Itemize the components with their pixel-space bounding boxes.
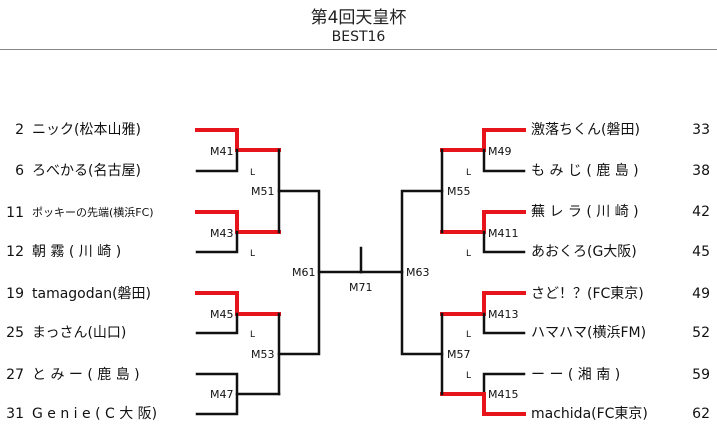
match-label-m51: M51	[251, 185, 275, 198]
right-m49-loser-path	[482, 148, 526, 173]
seed-left-3: 11	[6, 205, 24, 221]
right-m411-winner-path	[440, 210, 526, 234]
player-left-6: まっさん(山口)	[32, 325, 127, 341]
loser-mark-m43: L	[250, 249, 255, 259]
seed-left-8: 31	[6, 406, 24, 422]
player-right-8: machida(FC東京)	[531, 406, 648, 422]
seed-right-1: 33	[692, 122, 710, 138]
match-label-m413: M413	[488, 308, 519, 321]
player-right-6: ハマハマ(横浜FM)	[531, 325, 647, 341]
player-right-5: さど！？(FC東京)	[531, 286, 644, 302]
match-label-m49: M49	[488, 145, 512, 158]
left-m41-loser-path	[195, 148, 239, 173]
loser-mark-m411: L	[466, 249, 471, 259]
left-m43-winner-path	[195, 210, 281, 234]
player-left-7: と み ー ( 鹿 島 )	[32, 367, 140, 383]
seed-left-4: 12	[6, 244, 24, 260]
right-m413-winner-path	[440, 291, 526, 316]
match-label-m63: M63	[406, 266, 430, 279]
match-label-m53: M53	[251, 348, 275, 361]
left-m45-winner-path	[195, 291, 281, 316]
page-title: 第4回天皇杯	[310, 8, 407, 28]
player-right-2: も み じ ( 鹿 島 )	[531, 163, 639, 179]
left-m45-loser-path	[195, 312, 239, 335]
player-left-3: ポッキーの先端(横浜FC)	[32, 206, 154, 219]
loser-mark-m45: L	[250, 330, 255, 340]
player-left-5: tamagodan(磐田)	[32, 286, 151, 302]
match-label-m43: M43	[210, 227, 234, 240]
player-left-2: ろべかる(名古屋)	[32, 163, 141, 179]
match-label-m71: M71	[349, 281, 373, 294]
match-label-m415: M415	[488, 388, 519, 401]
player-left-8: G e n i e ( C 大 阪)	[32, 406, 158, 422]
right-m415-winner-path	[440, 392, 526, 416]
match-label-m57: M57	[447, 348, 471, 361]
player-left-1: ニック(松本山雅)	[32, 122, 141, 138]
loser-mark-m413: L	[466, 330, 471, 340]
loser-mark-m415: L	[466, 371, 471, 381]
right-m413-loser-path	[482, 312, 526, 335]
match-label-m41: M41	[210, 145, 234, 158]
loser-mark-m41: L	[250, 168, 255, 178]
player-right-7: ー ー ( 湘 南 )	[531, 367, 621, 383]
seed-left-2: 6	[15, 163, 24, 179]
title-divider	[0, 49, 717, 50]
page-subtitle: BEST16	[331, 29, 386, 45]
seed-right-2: 38	[692, 163, 710, 179]
right-m49-winner-path	[440, 128, 526, 152]
seed-left-5: 19	[6, 286, 24, 302]
seed-right-7: 59	[692, 367, 710, 383]
match-label-m47: M47	[210, 388, 234, 401]
seed-right-6: 52	[692, 325, 710, 341]
player-left-4: 朝 霧 ( 川 崎 )	[32, 244, 122, 260]
seed-left-1: 2	[15, 122, 24, 138]
right-m415-loser-path	[482, 372, 526, 396]
player-right-1: 激落ちくん(磐田)	[531, 122, 640, 138]
match-label-m45: M45	[210, 308, 234, 321]
match-label-m411: M411	[488, 227, 519, 240]
loser-mark-m49: L	[466, 168, 471, 178]
seed-right-8: 62	[692, 406, 710, 422]
right-m411-loser-path	[482, 230, 526, 254]
seed-left-7: 27	[6, 367, 24, 383]
seed-right-4: 45	[692, 244, 710, 260]
seed-right-3: 42	[692, 204, 710, 220]
match-label-m61: M61	[292, 266, 316, 279]
player-right-3: 蕪 レ ラ ( 川 崎 )	[531, 204, 639, 220]
left-m41-winner-path	[195, 128, 281, 152]
left-m43-loser-path	[195, 230, 239, 254]
seed-right-5: 49	[692, 286, 710, 302]
seed-left-6: 25	[6, 325, 24, 341]
match-label-m55: M55	[447, 185, 471, 198]
player-right-4: あおくろ(G大阪)	[531, 244, 637, 260]
